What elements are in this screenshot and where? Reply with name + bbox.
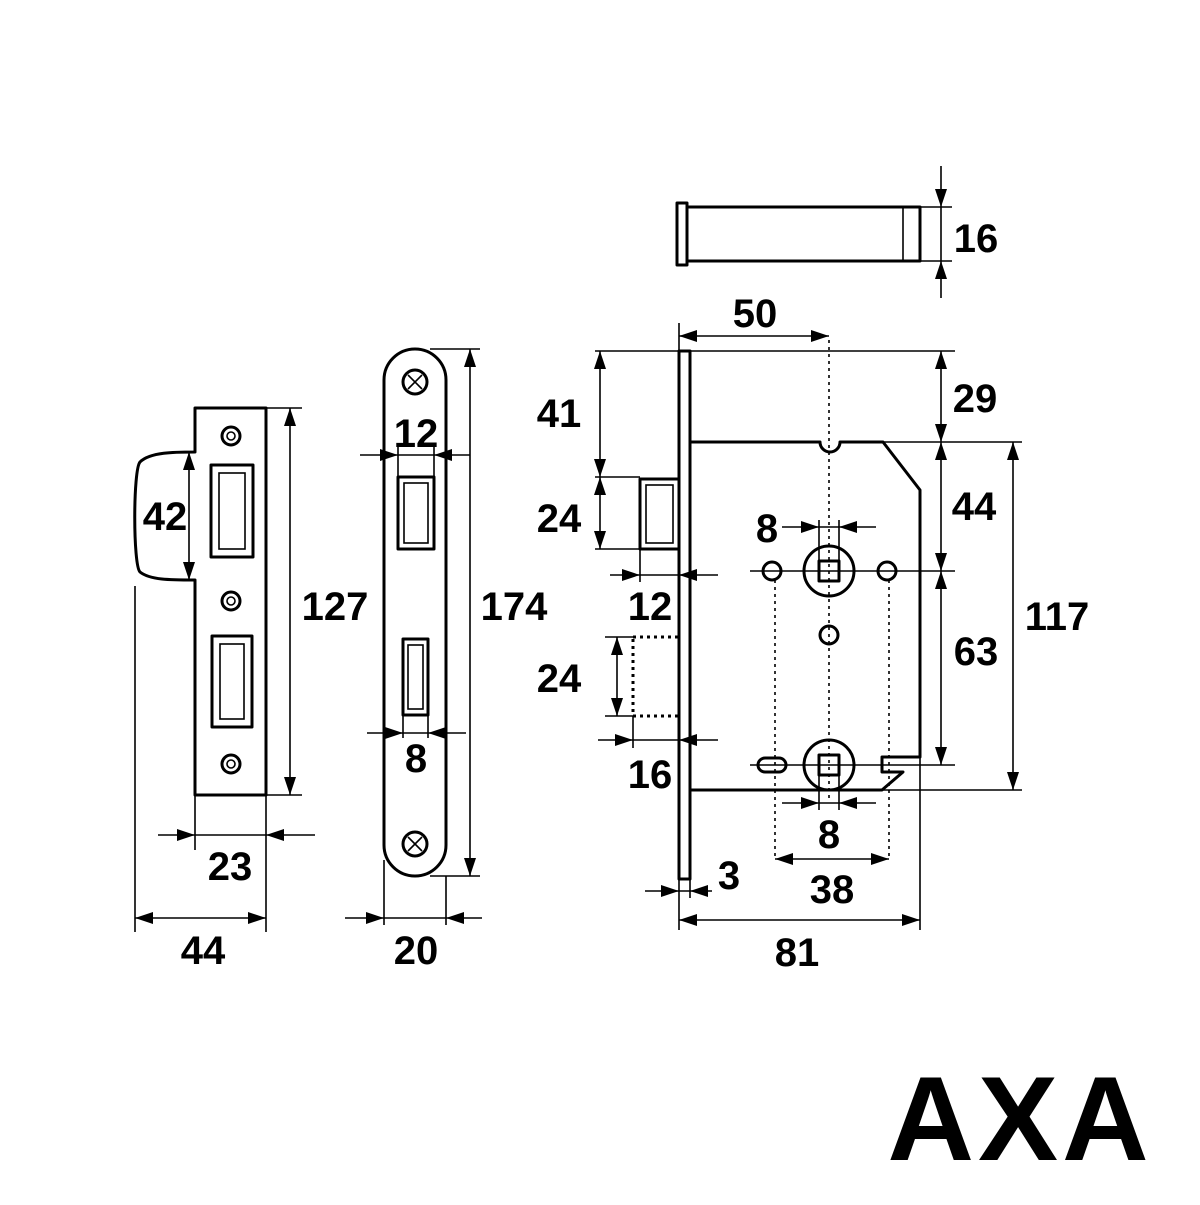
body-forend xyxy=(677,349,692,881)
strike-plate-outline xyxy=(133,406,268,797)
dim-bolt-slot: 8 xyxy=(405,737,427,781)
dim-bolt-height: 24 xyxy=(537,657,582,701)
dim-latch-projection: 12 xyxy=(628,585,673,629)
forend-screw-top xyxy=(401,368,429,396)
deadbolt-retracted xyxy=(631,635,681,718)
dim-follower-to-top: 44 xyxy=(952,485,997,529)
dim-strike-total-width: 44 xyxy=(181,929,226,973)
latch-bolt xyxy=(638,477,681,551)
dim-forend-width: 20 xyxy=(394,929,439,973)
lock-body xyxy=(631,340,955,881)
forend-dimensions xyxy=(345,348,482,925)
screw-hole xyxy=(220,753,242,775)
bolt-aperture xyxy=(210,634,254,729)
screw-hole xyxy=(220,425,242,447)
dim-overall-depth: 81 xyxy=(775,931,820,975)
dim-forend-thickness: 3 xyxy=(718,854,740,898)
forend-outline xyxy=(382,347,448,878)
screw-hole xyxy=(220,590,242,612)
forend-plate xyxy=(382,347,448,878)
dim-latch-slot: 12 xyxy=(394,412,439,456)
latch-aperture xyxy=(209,463,255,559)
axa-logo: AXA xyxy=(887,1052,1152,1186)
dim-spindle-to-follower: 63 xyxy=(954,630,999,674)
bolt-side-view xyxy=(675,201,922,267)
strike-plate xyxy=(133,406,268,797)
dim-latch-height: 24 xyxy=(537,497,582,541)
lock-body-dimensions xyxy=(594,323,1022,930)
dim-case-height: 117 xyxy=(1025,595,1090,639)
dim-bolt-diameter: 16 xyxy=(954,217,999,261)
dim-fixing-centres: 38 xyxy=(810,868,855,912)
dim-lip-height: 42 xyxy=(143,495,188,539)
dim-latch-top-offset: 41 xyxy=(537,392,582,436)
strike-plate-dimensions xyxy=(134,407,315,932)
bolt-dimensions xyxy=(920,166,952,298)
latch-slot xyxy=(396,475,436,551)
bolt-slot xyxy=(401,637,430,717)
dim-strike-width: 23 xyxy=(208,845,253,889)
dim-strike-height: 127 xyxy=(302,585,369,629)
dim-bolt-projection: 16 xyxy=(628,753,673,797)
forend-screw-bottom xyxy=(401,830,429,858)
dim-backset: 50 xyxy=(733,292,778,336)
dim-spindle-size: 8 xyxy=(756,507,778,551)
body-case xyxy=(690,440,922,792)
dim-forend-height: 174 xyxy=(481,585,548,629)
dim-top-offset: 29 xyxy=(953,377,998,421)
bolt-body xyxy=(685,205,922,263)
dim-follower-size: 8 xyxy=(818,813,840,857)
